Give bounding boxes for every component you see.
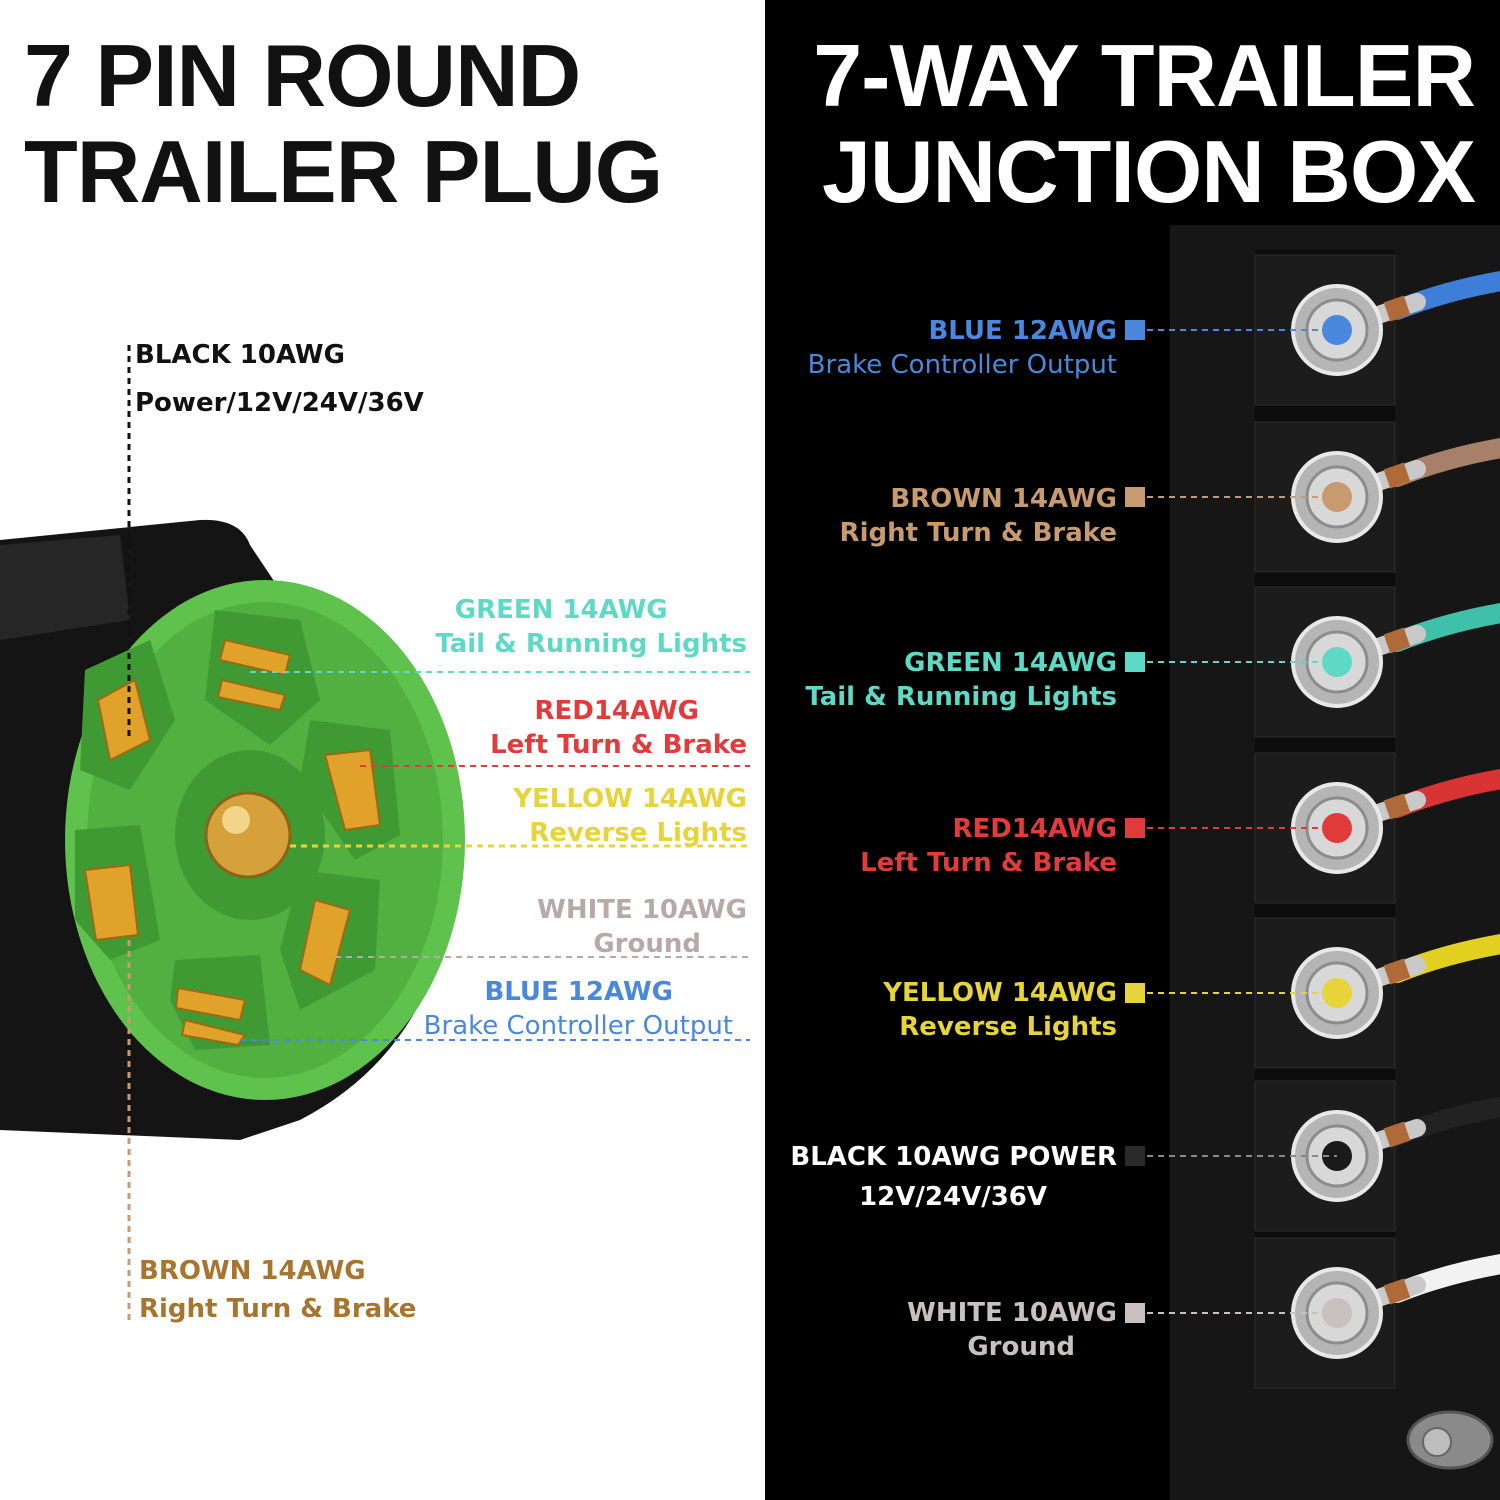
trailer-plug-panel: 7 PIN ROUND TRAILER PLUG <box>0 26 750 1326</box>
black-wire-name: BLACK 10AWG <box>135 340 345 370</box>
junction-box-illustration <box>1147 225 1500 1500</box>
terminal-crimp-band <box>1383 462 1411 489</box>
terminal-crimp-band <box>1383 793 1411 820</box>
brown-wire-function: Right Turn & Brake <box>139 1294 417 1324</box>
terminal-wire-name: WHITE 10AWG <box>907 1298 1117 1328</box>
blue-wire-name: BLUE 12AWG <box>484 977 673 1007</box>
terminal-wire-name: YELLOW 14AWG <box>883 978 1117 1008</box>
terminal-wire-function: Tail & Running Lights <box>805 682 1117 712</box>
ground-lug-bolt <box>1422 1427 1452 1457</box>
junction-title-line-1: 7-WAY TRAILER <box>813 26 1476 125</box>
brown-label: BROWN 14AWG Right Turn & Brake <box>139 1254 416 1326</box>
terminal-wire-name: RED14AWG <box>952 814 1117 844</box>
terminal-crimp-band <box>1383 958 1411 985</box>
white-wire-name: WHITE 10AWG <box>537 895 747 925</box>
junction-title-line-2: JUNCTION BOX <box>822 122 1476 221</box>
terminal-wire-name: GREEN 14AWG <box>904 648 1117 678</box>
terminal-color-swatch <box>1125 320 1145 340</box>
terminal-color-swatch <box>1125 983 1145 1003</box>
plug-housing-shade <box>0 535 130 640</box>
junction-leader-group <box>1147 329 1337 1314</box>
plug-title-line-1: 7 PIN ROUND <box>24 26 581 125</box>
terminal-crimp-band <box>1383 1121 1411 1148</box>
plug-title: 7 PIN ROUND TRAILER PLUG <box>24 26 663 221</box>
plug-illustration <box>0 345 750 1320</box>
black-wire-function: Power/12V/24V/36V <box>135 388 424 418</box>
white-label: WHITE 10AWG Ground <box>537 893 747 961</box>
terminal-wire-function: Left Turn & Brake <box>860 848 1117 878</box>
terminal-crimp-band <box>1383 627 1411 654</box>
terminal-label: BLACK 10AWG POWER 12V/24V/36V <box>790 1140 1117 1214</box>
terminal-wire-name: BLACK 10AWG POWER <box>790 1142 1117 1172</box>
brown-wire-name: BROWN 14AWG <box>139 1256 366 1286</box>
terminal-color-swatch <box>1125 652 1145 672</box>
terminal-color-swatch <box>1125 1303 1145 1323</box>
terminal-wire-function: Reverse Lights <box>899 1012 1117 1042</box>
blue-wire-function: Brake Controller Output <box>423 1011 733 1041</box>
terminal-wire-function: 12V/24V/36V <box>859 1182 1047 1212</box>
terminal-wire-name: BROWN 14AWG <box>890 484 1117 514</box>
terminal-wire-function: Ground <box>967 1332 1075 1362</box>
center-pin-highlight <box>222 806 250 834</box>
terminal-label: WHITE 10AWG Ground <box>907 1296 1117 1364</box>
terminal-wire-name: BLUE 12AWG <box>928 316 1117 346</box>
white-wire-function: Ground <box>593 929 701 959</box>
yellow-wire-function: Reverse Lights <box>529 818 747 848</box>
red-wire-name: RED14AWG <box>534 696 699 726</box>
terminal-label: YELLOW 14AWG Reverse Lights <box>883 976 1117 1044</box>
center-pin <box>204 791 292 879</box>
junction-box-panel: 7-WAY TRAILER JUNCTION BOX BLUE 12AWG Bra… <box>765 0 1500 1500</box>
terminal-color-swatch <box>1125 818 1145 838</box>
terminal-wire-function: Right Turn & Brake <box>839 518 1117 548</box>
red-wire-function: Left Turn & Brake <box>490 730 747 760</box>
junction-title: 7-WAY TRAILER JUNCTION BOX <box>790 26 1476 221</box>
brass-pins <box>83 638 382 1047</box>
red-label: RED14AWG Left Turn & Brake <box>490 694 747 762</box>
terminal-color-swatch <box>1125 487 1145 507</box>
terminal-label: RED14AWG Left Turn & Brake <box>860 812 1117 880</box>
terminal-label: GREEN 14AWG Tail & Running Lights <box>805 646 1117 714</box>
terminal-color-swatch <box>1125 1146 1145 1166</box>
plug-title-line-2: TRAILER PLUG <box>24 122 663 221</box>
terminal-label: BROWN 14AWG Right Turn & Brake <box>840 482 1117 550</box>
yellow-label: YELLOW 14AWG Reverse Lights <box>513 782 747 850</box>
green-wire-name: GREEN 14AWG <box>454 595 668 625</box>
blue-label: BLUE 12AWG Brake Controller Output <box>424 975 733 1043</box>
terminal-crimp-band <box>1383 1278 1411 1305</box>
green-label: GREEN 14AWG Tail & Running Lights <box>435 593 747 661</box>
terminal-wire-function: Brake Controller Output <box>807 350 1117 380</box>
terminal-crimp-band <box>1383 295 1411 322</box>
green-wire-function: Tail & Running Lights <box>435 629 747 659</box>
black-label: BLACK 10AWG Power/12V/24V/36V <box>135 338 424 420</box>
terminal-label: BLUE 12AWG Brake Controller Output <box>808 314 1117 382</box>
yellow-wire-name: YELLOW 14AWG <box>513 784 747 814</box>
